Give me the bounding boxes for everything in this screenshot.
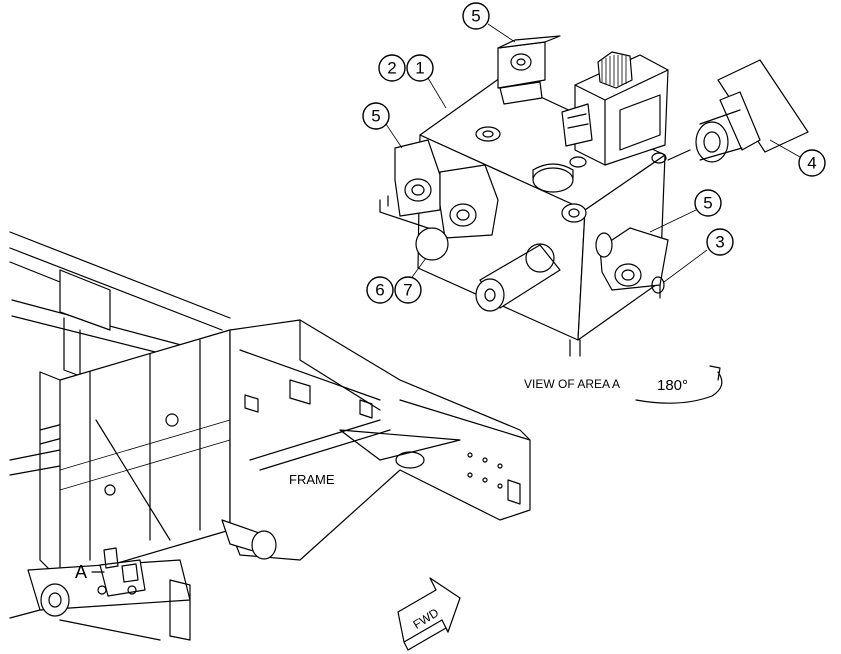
callout-left-fitting	[362, 102, 390, 130]
view-title: VIEW OF AREA A	[524, 377, 620, 391]
callout-plug-left-number: 6	[375, 281, 384, 300]
view-label-group: VIEW OF AREA A 180°	[524, 365, 723, 404]
callout-right-oring-number: 3	[715, 233, 724, 252]
callout-hose-fitting-number: 4	[807, 154, 816, 173]
fwd-arrow-icon: FWD	[397, 577, 461, 651]
callout-right-oring	[706, 228, 734, 256]
callout-left-fitting-number: 5	[371, 107, 380, 126]
callout-right-fitting	[694, 189, 722, 217]
callouts: 5 2 1 5 4 5 3 6 7	[362, 2, 826, 304]
callout-block-left	[378, 54, 406, 82]
callout-top-fitting	[462, 2, 490, 30]
callout-top-fitting-number: 5	[471, 7, 480, 26]
callout-block-right-number: 1	[415, 59, 424, 78]
callout-right-fitting-number: 5	[703, 194, 712, 213]
valve-block-assembly	[379, 35, 809, 357]
callout-hose-fitting	[798, 149, 826, 177]
rotation-label: 180°	[657, 377, 688, 394]
callout-plug-right	[394, 276, 422, 304]
callout-block-right	[406, 54, 434, 82]
detail-marker: A	[75, 562, 87, 582]
callout-plug-right-number: 7	[403, 281, 412, 300]
rotation-arrow-icon	[635, 371, 723, 404]
frame-assembly	[9, 231, 531, 641]
frame-label: FRAME	[289, 472, 335, 487]
callout-block-left-number: 2	[387, 59, 396, 78]
callout-plug-left	[366, 276, 394, 304]
